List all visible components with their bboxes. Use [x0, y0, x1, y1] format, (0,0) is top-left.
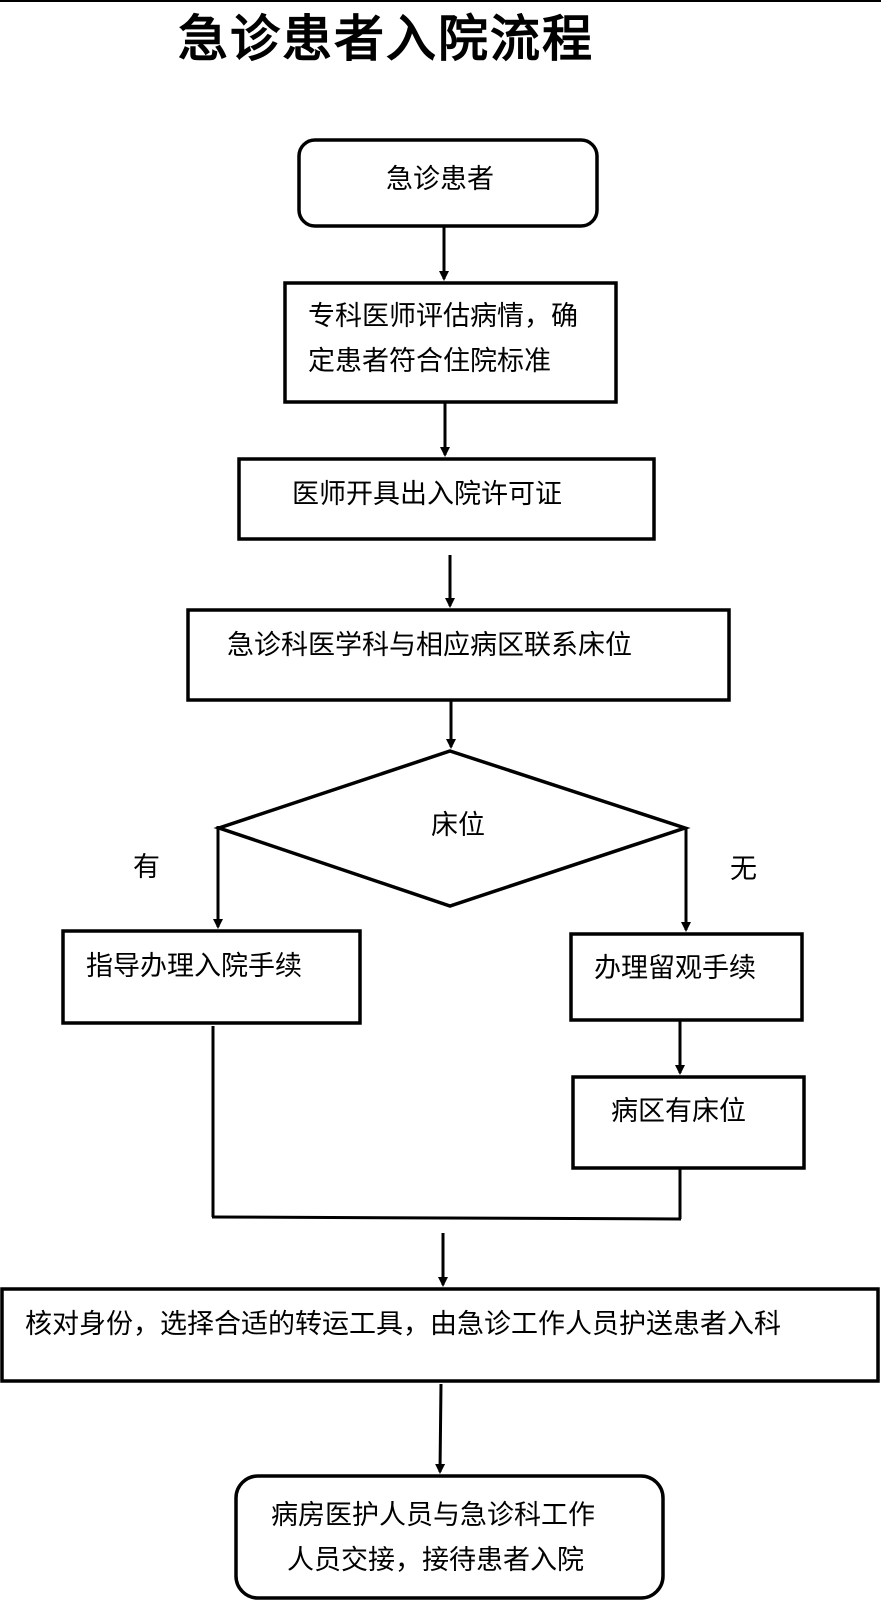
observe-node: [569, 932, 804, 1022]
contact-node: [186, 608, 731, 702]
branch-no-label: 无: [730, 854, 757, 885]
verify-transport-node: [0, 1287, 880, 1383]
page-title: 急诊患者入院流程: [178, 10, 594, 68]
observe-label: 办理留观手续: [594, 953, 756, 984]
decision-node: [213, 749, 691, 908]
bed-available-label: 病区有床位: [611, 1096, 746, 1127]
contact-label: 急诊科医学科与相应病区联系床位: [227, 630, 632, 661]
permit-node: [237, 457, 656, 541]
top-border-line: [0, 0, 881, 2]
assess-node: [283, 281, 618, 404]
arrow-verify-to-handover: [435, 1383, 446, 1474]
branch-yes-label: 有: [133, 852, 160, 883]
line-merge-horizontal: [211, 1215, 682, 1221]
admit-guide-node: [61, 929, 362, 1025]
handover-label-line2: 人员交接，接待患者入院: [287, 1545, 584, 1576]
admit-guide-label: 指导办理入院手续: [86, 951, 302, 982]
start-node: [297, 138, 599, 228]
assess-label-line2: 定患者符合住院标准: [308, 346, 551, 377]
handover-node: [234, 1474, 665, 1600]
permit-label: 医师开具出入院许可证: [292, 479, 562, 510]
start-label: 急诊患者: [386, 164, 494, 195]
decision-label: 床位: [431, 810, 485, 841]
assess-label-line1: 专科医师评估病情，确: [308, 301, 578, 332]
verify-transport-label: 核对身份，选择合适的转运工具，由急诊工作人员护送患者入科: [25, 1309, 781, 1340]
bed-available-node: [571, 1075, 806, 1170]
handover-label-line1: 病房医护人员与急诊科工作: [271, 1500, 595, 1531]
